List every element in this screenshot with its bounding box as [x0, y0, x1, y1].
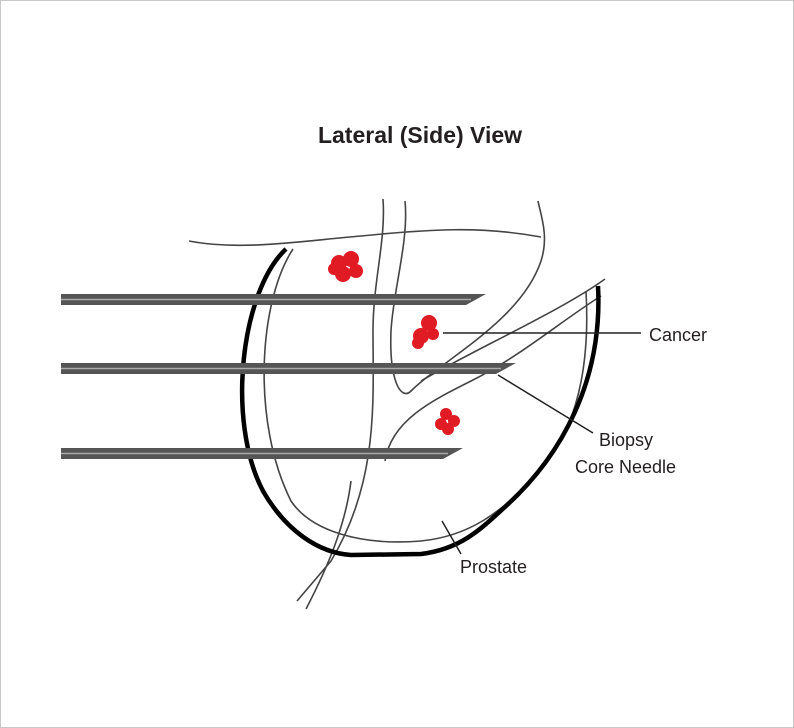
anatomy-lines: [188, 198, 606, 610]
cancer-lesion: [412, 315, 439, 349]
cancer-lesions: [328, 251, 460, 435]
prostate-label: Prostate: [460, 557, 527, 577]
needle-leader: [497, 374, 594, 434]
cancer-lesion: [328, 251, 363, 282]
bladder-top-line: [188, 228, 542, 247]
urethra-right: [390, 200, 546, 395]
diagram-title: Lateral (Side) View: [318, 122, 522, 148]
biopsy-needles: [61, 294, 516, 459]
cancer-lesion: [435, 408, 460, 435]
cancer-label: Cancer: [649, 325, 707, 345]
needle-label-line1: Biopsy: [599, 430, 653, 450]
duct-lower: [384, 295, 602, 462]
inner-prostate-outline: [263, 248, 588, 543]
lower-tube: [305, 480, 352, 610]
prostate-leader: [441, 520, 462, 555]
leader-lines: [441, 332, 641, 555]
urethra-left: [296, 198, 385, 602]
needle-label-line2: Core Needle: [575, 457, 676, 477]
prostate-outline: [239, 247, 601, 558]
